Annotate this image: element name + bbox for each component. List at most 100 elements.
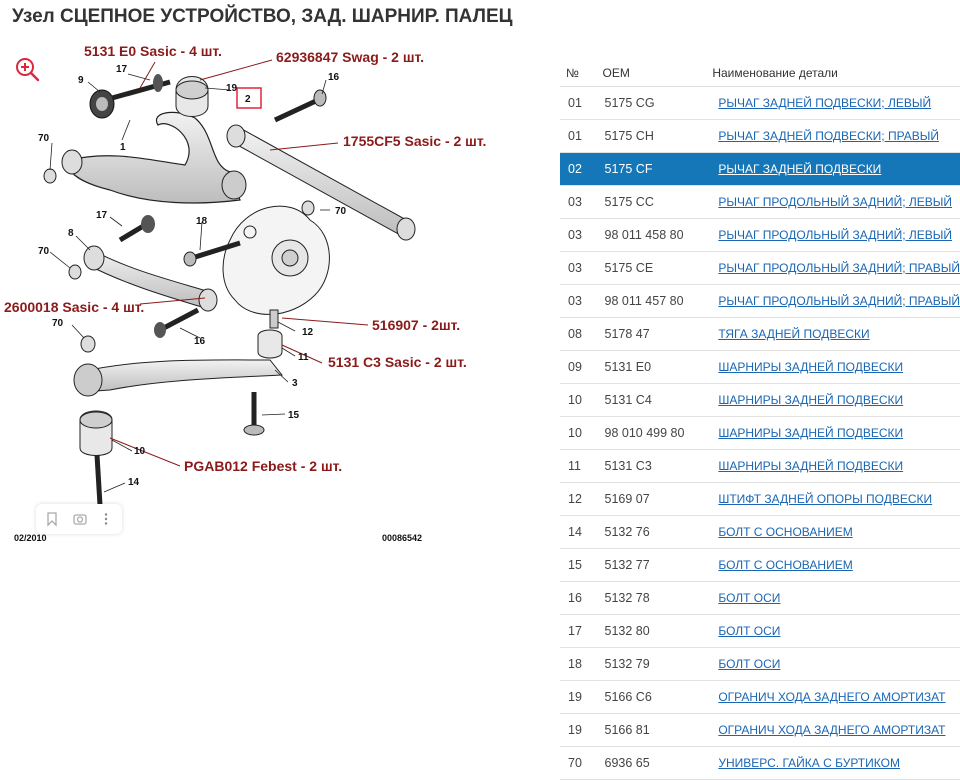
callout-11: 11: [298, 352, 309, 363]
mount-19-part: [175, 76, 209, 117]
row-part-name-link[interactable]: ОГРАНИЧ ХОДА ЗАДНЕГО АМОРТИЗАТ: [706, 713, 960, 747]
row-number: 17: [560, 614, 597, 648]
row-part-name-link[interactable]: РЫЧАГ ПРОДОЛЬНЫЙ ЗАДНИЙ; ЛЕВЫЙ: [706, 218, 960, 252]
row-part-name-link[interactable]: ШТИФТ ЗАДНЕЙ ОПОРЫ ПОДВЕСКИ: [706, 482, 960, 516]
bolt-16-part: [273, 89, 327, 123]
more-options-icon[interactable]: [98, 511, 114, 527]
diagram-code: 00086542: [382, 533, 422, 543]
camera-search-icon[interactable]: [72, 511, 88, 527]
callout-16b: 16: [194, 336, 206, 347]
row-oem: 98 011 458 80: [596, 218, 707, 252]
bookmark-icon[interactable]: [44, 511, 60, 527]
row-part-name-link[interactable]: РЫЧАГ ЗАДНЕЙ ПОДВЕСКИ; ПРАВЫЙ: [706, 119, 960, 153]
row-oem: 5132 80: [596, 614, 707, 648]
row-oem: 98 010 499 80: [596, 416, 707, 450]
row-number: 70: [560, 746, 597, 780]
row-part-name-link[interactable]: БОЛТ ОСИ: [706, 581, 960, 615]
row-part-name-link[interactable]: РЫЧАГ ЗАДНЕЙ ПОДВЕСКИ; ЛЕВЫЙ: [706, 86, 960, 120]
annotation-5131c3: 5131 C3 Sasic - 2 шт.: [328, 354, 467, 370]
leader-lines: [49, 73, 330, 493]
row-number: 08: [560, 317, 597, 351]
row-part-name-link[interactable]: БОЛТ ОСИ: [706, 647, 960, 681]
row-oem: 5175 CH: [596, 119, 707, 153]
row-number: 02: [560, 152, 597, 186]
row-number: 10: [560, 416, 597, 450]
row-part-name-link[interactable]: РЫЧАГ ПРОДОЛЬНЫЙ ЗАДНИЙ; ПРАВЫЙ: [706, 251, 960, 285]
toe-link-8-part: [83, 245, 218, 312]
row-part-name-link[interactable]: ШАРНИРЫ ЗАДНЕЙ ПОДВЕСКИ: [706, 449, 960, 483]
callout-18: 18: [196, 216, 208, 227]
row-number: 12: [560, 482, 597, 516]
row-number: 01: [560, 86, 597, 120]
callout-numbers: 17 9 19 2 16 70 1 70 17 18 8 70 70 12 16…: [38, 64, 347, 488]
upper-wishbone-part: [61, 111, 247, 204]
row-part-name-link[interactable]: ОГРАНИЧ ХОДА ЗАДНЕГО АМОРТИЗАТ: [706, 680, 960, 714]
bolt-14-part: [94, 454, 103, 506]
row-oem: 5178 47: [596, 317, 707, 351]
annotation-pgab012: PGAB012 Febest - 2 шт.: [184, 458, 342, 474]
row-number: 18: [560, 647, 597, 681]
row-number: 19: [560, 680, 597, 714]
bolt-15-part: [243, 392, 265, 436]
callout-70c: 70: [38, 246, 50, 257]
row-oem: 5132 78: [596, 581, 707, 615]
callout-16a: 16: [328, 72, 340, 83]
header-number: №: [560, 60, 597, 87]
hub-carrier-part: [222, 205, 330, 315]
bolt-16-lower-part: [154, 307, 200, 338]
row-number: 19: [560, 713, 597, 747]
annotation-516907: 516907 - 2шт.: [372, 317, 460, 333]
row-number: 03: [560, 185, 597, 219]
callout-19: 19: [226, 83, 238, 94]
row-part-name-link[interactable]: БОЛТ С ОСНОВАНИЕМ: [706, 548, 960, 582]
row-number: 11: [560, 449, 597, 483]
annotation-2600018: 2600018 Sasic - 4 шт.: [4, 299, 144, 315]
row-part-name-link[interactable]: УНИВЕРС. ГАЙКА С БУРТИКОМ: [706, 746, 960, 780]
bushing-11-part: [257, 329, 283, 359]
row-part-name-link[interactable]: РЫЧАГ ЗАДНЕЙ ПОДВЕСКИ: [706, 152, 960, 186]
row-part-name-link[interactable]: ТЯГА ЗАДНЕЙ ПОДВЕСКИ: [706, 317, 960, 351]
zoom-in-icon[interactable]: [14, 56, 40, 82]
row-oem: 5132 79: [596, 647, 707, 681]
row-part-name-link[interactable]: РЫЧАГ ПРОДОЛЬНЫЙ ЗАДНИЙ; ПРАВЫЙ: [706, 284, 960, 318]
trailing-arm-3-part: [73, 359, 284, 397]
bushing-10-part: [79, 410, 113, 456]
parts-diagram: 17 9 19 2 16 70 1 70 17 18 8 70 70 12 16…: [4, 43, 486, 543]
row-oem: 6936 65: [596, 746, 707, 780]
row-part-name-link[interactable]: РЫЧАГ ПРОДОЛЬНЫЙ ЗАДНИЙ; ЛЕВЫЙ: [706, 185, 960, 219]
bolt-18-part: [183, 240, 241, 267]
row-part-name-link[interactable]: ШАРНИРЫ ЗАДНЕЙ ПОДВЕСКИ: [706, 416, 960, 450]
callout-14: 14: [128, 477, 140, 488]
row-part-name-link[interactable]: ШАРНИРЫ ЗАДНЕЙ ПОДВЕСКИ: [706, 350, 960, 384]
row-oem: 5132 77: [596, 548, 707, 582]
row-part-name-link[interactable]: БОЛТ ОСИ: [706, 614, 960, 648]
row-part-name-link[interactable]: ШАРНИРЫ ЗАДНЕЙ ПОДВЕСКИ: [706, 383, 960, 417]
row-oem: 5132 76: [596, 515, 707, 549]
row-oem: 5169 07: [596, 482, 707, 516]
header-part-name: Наименование детали: [706, 60, 960, 87]
header-oem: OEM: [596, 60, 707, 87]
row-part-name-link[interactable]: БОЛТ С ОСНОВАНИЕМ: [706, 515, 960, 549]
